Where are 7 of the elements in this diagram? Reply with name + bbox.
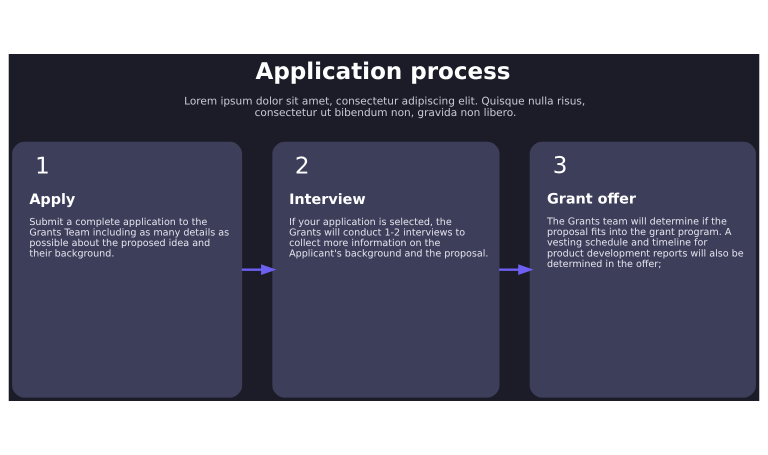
arrow <box>242 264 276 276</box>
node-box: 3 Grant offer The Grants team will determine if the proposal fits into the grant program. A vesting schedule and timeline for product development reports will also be determined in the offer; <box>530 142 756 398</box>
node-box: 2 Interview If your application is selected, the Grants will conduct 1-2 interviews to collect more information on the Applicant's background and the proposal. <box>272 142 500 398</box>
arrow <box>499 264 534 276</box>
label: Lorem ipsum dolor sit amet, consectetur adipiscing elit. Quisque nulla risus, consectetur ut bibendum non, gravida non libero. <box>184 96 586 120</box>
diagram-title: Application process <box>256 59 510 86</box>
node-box: 1 Apply Submit a complete application to the Grants Team including as many details as possible about the proposed idea and their background. <box>12 142 242 398</box>
